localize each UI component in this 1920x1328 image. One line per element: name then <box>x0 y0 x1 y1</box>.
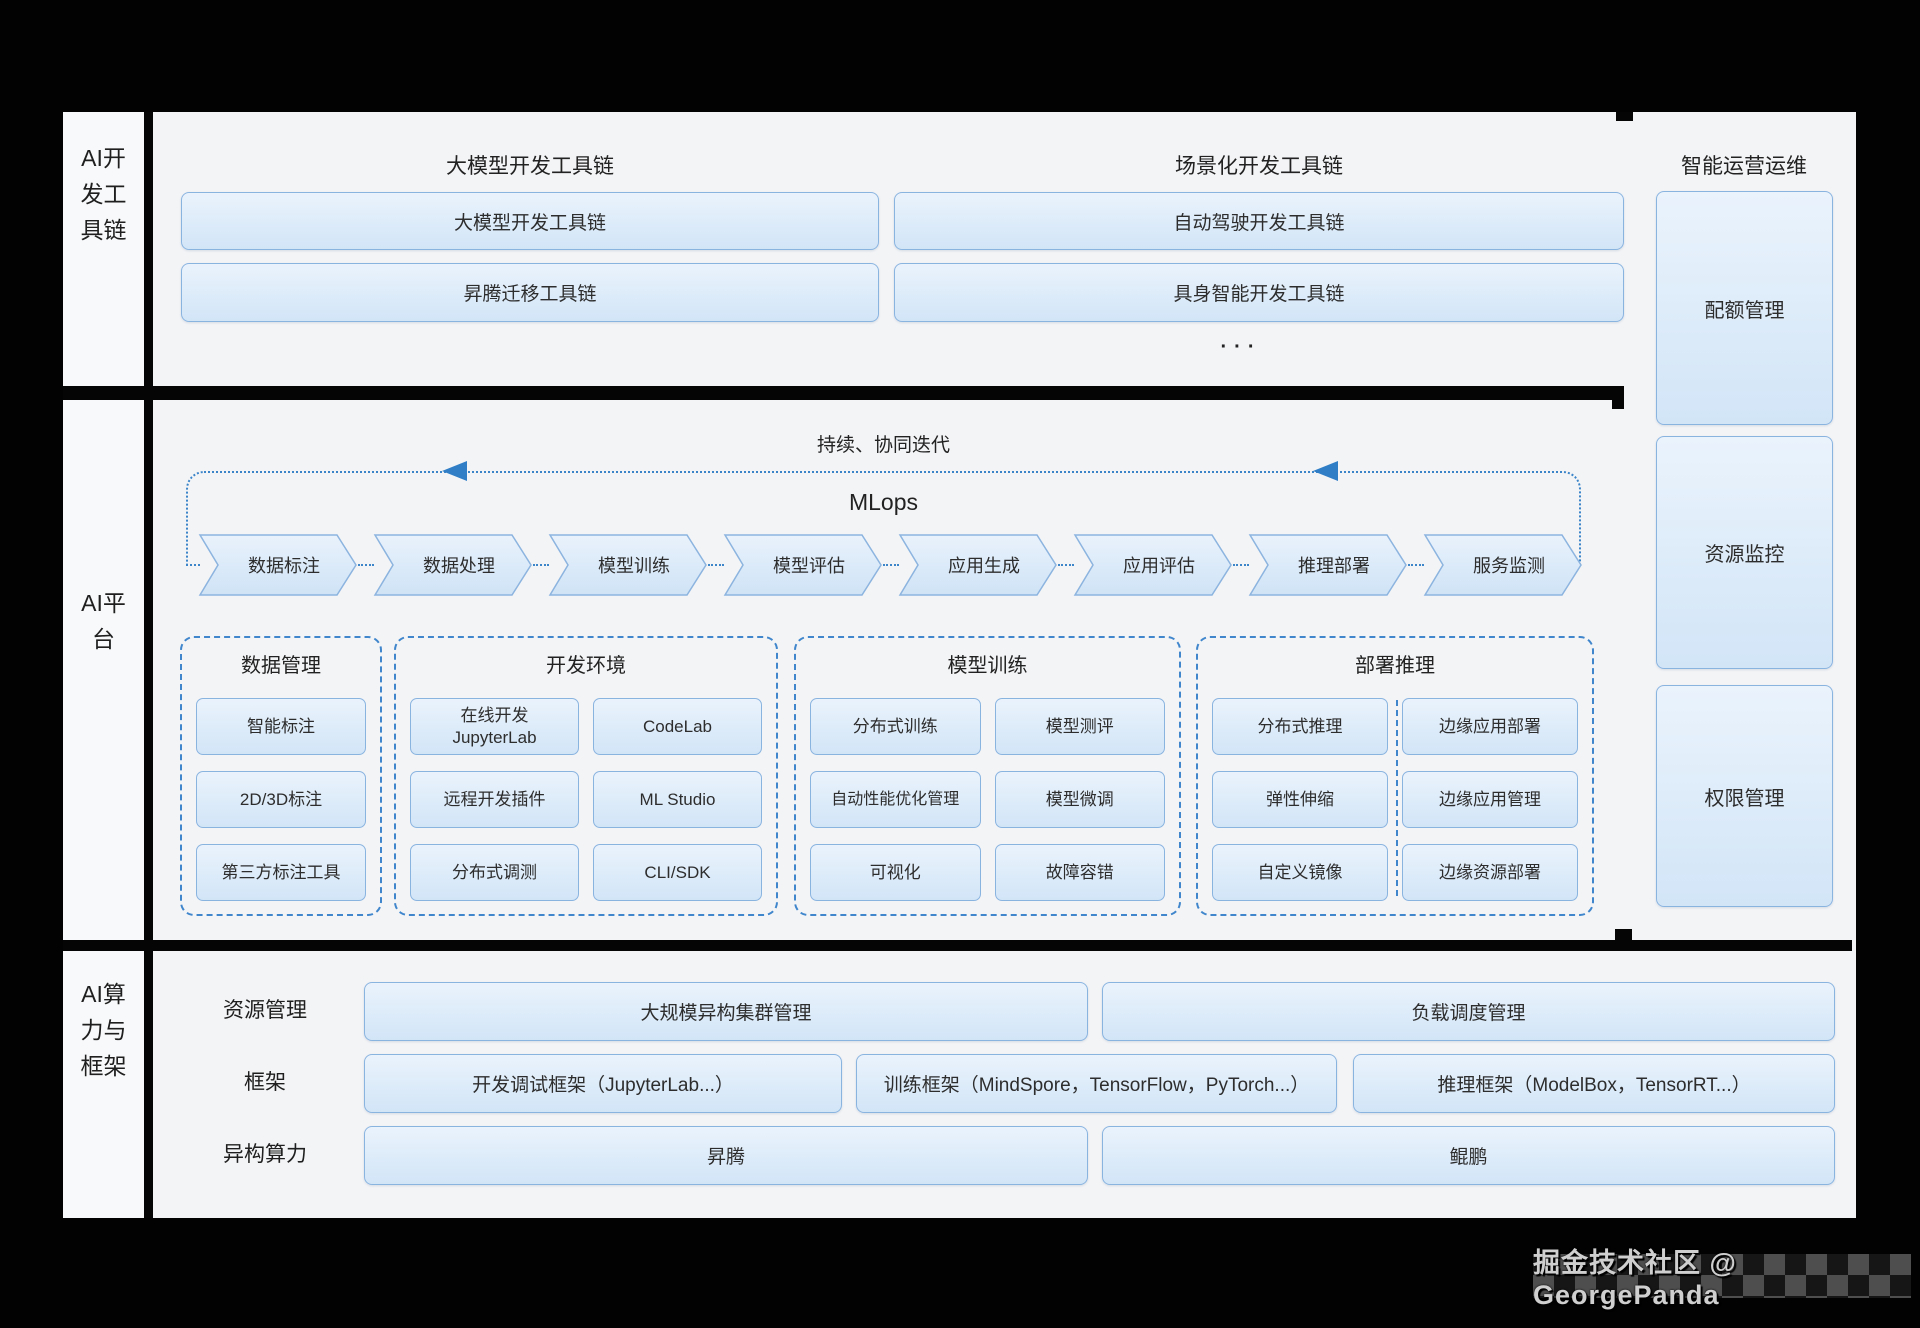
capability-box: 边缘应用管理 <box>1402 771 1578 828</box>
box-training-framework: 训练框架（MindSpore，TensorFlow，PyTorch...） <box>856 1054 1337 1113</box>
capability-box: 远程开发插件 <box>410 771 579 828</box>
pipeline-step-data-labeling: 数据标注 <box>198 534 358 596</box>
more-ellipsis: ··· <box>1220 336 1262 358</box>
mlops-title: MLops <box>848 489 919 515</box>
pipeline-step-data-processing: 数据处理 <box>373 534 533 596</box>
box-cluster-management: 大规模异构集群管理 <box>364 982 1088 1041</box>
group-title: 开发环境 <box>546 655 626 677</box>
pipeline-step-app-generation: 应用生成 <box>898 534 1058 596</box>
group-dev-environment: 开发环境 在线开发 JupyterLab CodeLab 远程开发插件 ML S… <box>394 636 778 916</box>
box-ascend-migration-toolchain: 昇腾迁移工具链 <box>181 263 879 322</box>
group-title: 部署推理 <box>1355 655 1435 677</box>
capability-box: 边缘应用部署 <box>1402 698 1578 755</box>
capability-box: 模型测评 <box>994 698 1165 755</box>
box-dev-debug-framework: 开发调试框架（JupyterLab...） <box>364 1054 842 1113</box>
box-embodied-ai-toolchain: 具身智能开发工具链 <box>894 263 1624 322</box>
capability-box: CodeLab <box>593 698 762 755</box>
box-ascend: 昇腾 <box>364 1126 1088 1185</box>
capability-box: 在线开发 JupyterLab <box>410 698 579 755</box>
pipeline-step-inference-deployment: 推理部署 <box>1248 534 1408 596</box>
group-model-training: 模型训练 分布式训练 模型测评 自动性能优化管理 模型微调 可视化 故障容错 <box>794 636 1181 916</box>
side-label-ai-platform: AI平台 <box>81 590 126 652</box>
box-quota-management: 配额管理 <box>1656 191 1833 425</box>
capability-box: 第三方标注工具 <box>196 844 366 901</box>
box-load-scheduling: 负载调度管理 <box>1102 982 1835 1041</box>
capability-box: 弹性伸缩 <box>1212 771 1388 828</box>
row-label-resource-management: 资源管理 <box>223 999 307 1022</box>
pipeline-connector <box>186 564 200 566</box>
section-divider-bottom <box>63 940 1852 951</box>
header-scenario-toolchain: 场景化开发工具链 <box>1175 155 1343 178</box>
group-data-management: 数据管理 智能标注 2D/3D标注 第三方标注工具 <box>180 636 382 916</box>
pipeline-connector <box>883 564 899 566</box>
row-label-framework: 框架 <box>244 1071 286 1094</box>
divider-end-stub <box>1615 929 1632 940</box>
pipeline-connector <box>1408 564 1424 566</box>
pipeline-step-model-training: 模型训练 <box>548 534 708 596</box>
pipeline-connector <box>1058 564 1074 566</box>
side-label-ai-toolchain: AI开发工具链 <box>80 145 127 243</box>
pipeline-connector <box>1233 564 1249 566</box>
capability-box: 分布式调测 <box>410 844 579 901</box>
box-permission-management: 权限管理 <box>1656 685 1833 907</box>
header-ops-panel: 智能运营运维 <box>1681 155 1807 178</box>
capability-box: 模型微调 <box>994 771 1165 828</box>
pipeline-connector <box>708 564 724 566</box>
pipeline-step-service-monitoring: 服务监测 <box>1423 534 1583 596</box>
mlops-loop-line <box>186 471 1581 566</box>
watermark: 掘金技术社区 @ GeorgePanda <box>1533 1248 1911 1310</box>
capability-box: 边缘资源部署 <box>1402 844 1578 901</box>
loop-arrow-right-icon <box>1313 461 1338 481</box>
capability-box: 2D/3D标注 <box>196 771 366 828</box>
capability-box: ML Studio <box>593 771 762 828</box>
capability-box: 分布式训练 <box>810 698 981 755</box>
loop-arrow-left-icon <box>442 461 467 481</box>
side-label-column <box>63 112 144 1218</box>
capability-box: CLI/SDK <box>593 844 762 901</box>
capability-box: 自定义镜像 <box>1212 844 1388 901</box>
capability-box: 智能标注 <box>196 698 366 755</box>
group-title: 模型训练 <box>947 655 1028 677</box>
loop-caption: 持续、协同迭代 <box>816 435 950 456</box>
section-divider-top <box>63 386 1624 400</box>
capability-box: 故障容错 <box>994 844 1165 901</box>
box-kunpeng: 鲲鹏 <box>1102 1126 1835 1185</box>
vertical-divider-bar <box>144 112 153 1218</box>
header-bigmodel-toolchain: 大模型开发工具链 <box>446 155 614 178</box>
side-label-ai-compute: AI算力与框架 <box>80 981 127 1079</box>
pipeline-connector <box>533 564 549 566</box>
box-resource-monitoring: 资源监控 <box>1656 436 1833 669</box>
group-deploy-inference: 部署推理 分布式推理 边缘应用部署 弹性伸缩 边缘应用管理 自定义镜像 边缘资源… <box>1196 636 1594 916</box>
capability-box: 分布式推理 <box>1212 698 1388 755</box>
capability-box: 自动性能优化管理 <box>810 771 981 828</box>
row-label-hetero-compute: 异构算力 <box>223 1143 307 1166</box>
pipeline-step-app-evaluation: 应用评估 <box>1073 534 1233 596</box>
pipeline-connector <box>358 564 374 566</box>
group-title: 数据管理 <box>241 655 321 677</box>
divider-end-stub <box>1612 400 1624 409</box>
box-bigmodel-dev-toolchain: 大模型开发工具链 <box>181 192 879 250</box>
capability-box: 可视化 <box>810 844 981 901</box>
divider-end-stub <box>1616 112 1633 121</box>
group-inner-divider <box>1396 700 1398 896</box>
box-inference-framework: 推理框架（ModelBox，TensorRT...） <box>1353 1054 1835 1113</box>
box-autonomous-driving-toolchain: 自动驾驶开发工具链 <box>894 192 1624 250</box>
pipeline-step-model-evaluation: 模型评估 <box>723 534 883 596</box>
